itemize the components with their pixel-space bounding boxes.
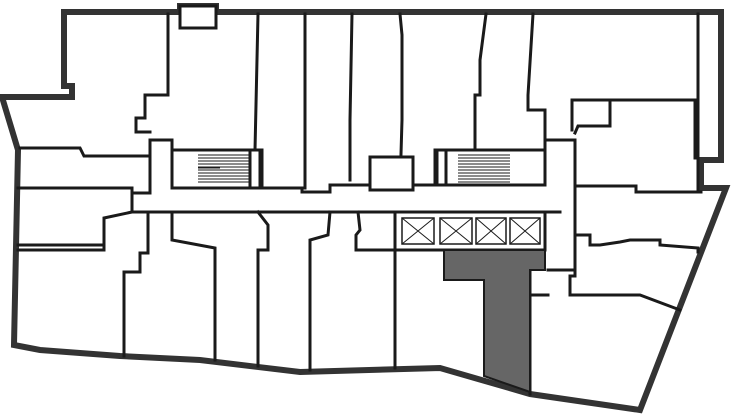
highlighted-unit[interactable] (443, 249, 546, 394)
upper-room-walls (18, 12, 700, 192)
stair-right-treads (458, 154, 510, 183)
elevator-3 (475, 217, 507, 245)
stair-left-treads (198, 154, 250, 183)
stair-left (170, 148, 262, 190)
elevator-2 (439, 217, 473, 245)
service-room (368, 155, 415, 192)
building-outline (0, 3, 731, 414)
elevator-4 (509, 217, 541, 245)
lower-left-room-walls (16, 186, 397, 372)
right-room-walls (528, 184, 703, 396)
elevator-1 (401, 217, 435, 245)
elevator-bank (393, 210, 547, 252)
rooftop-access-box (178, 4, 218, 30)
stair-right (435, 148, 547, 187)
